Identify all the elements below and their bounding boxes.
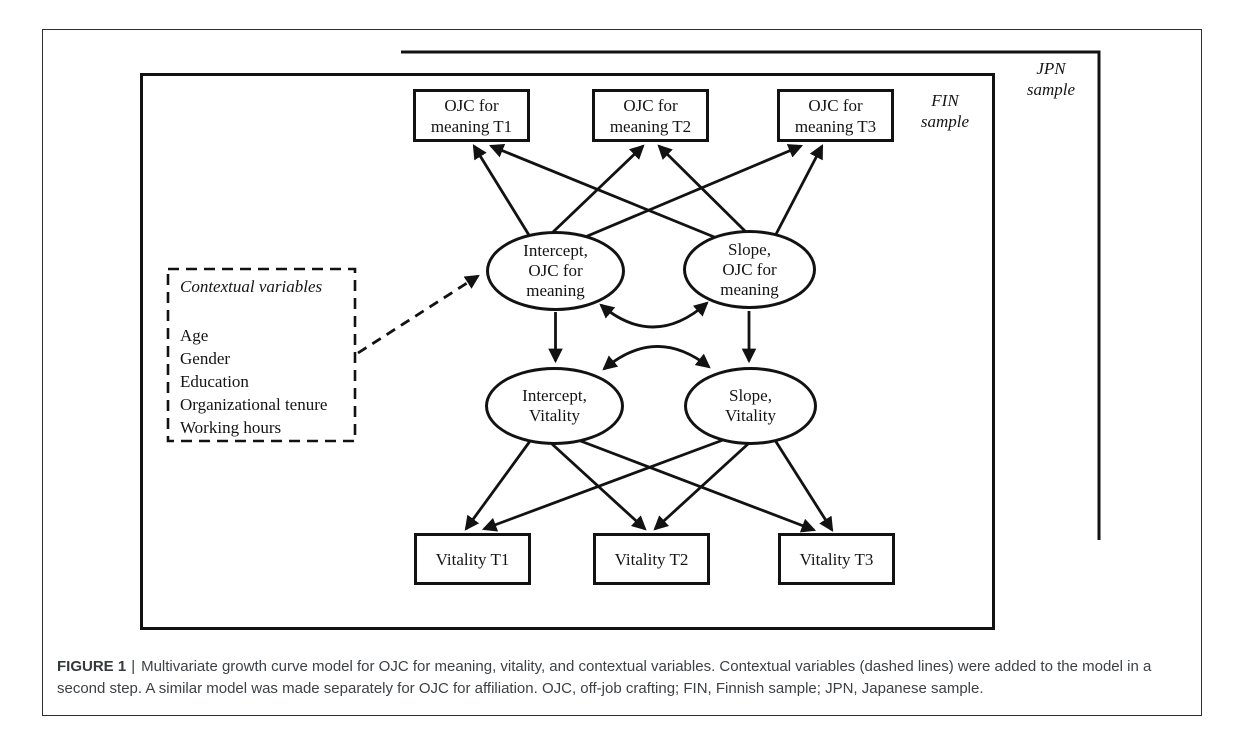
loading-arrow xyxy=(464,436,535,531)
loading-arrow xyxy=(771,144,824,241)
loading-arrow xyxy=(657,144,748,234)
box-vitality-t3: Vitality T3 xyxy=(778,533,895,585)
figure-caption-label: FIGURE 1 xyxy=(57,658,127,675)
contextual-variable-item: Age xyxy=(180,326,209,345)
ellipse-slope-ojc-meaning: Slope, OJC for meaning xyxy=(683,230,816,309)
loading-arrow xyxy=(481,438,724,532)
box-vitality-t2: Vitality T2 xyxy=(593,533,710,585)
vitality-loading-arrows xyxy=(464,436,834,533)
loading-arrow xyxy=(577,438,817,533)
ellipse-intercept-vitality: Intercept, Vitality xyxy=(485,367,624,445)
loading-arrow xyxy=(577,144,804,242)
meaning-latents-covariance-arc xyxy=(599,301,709,329)
contextual-to-intercept-dashed-arrow xyxy=(357,274,480,355)
contextual-variable-item: Education xyxy=(180,372,249,391)
loading-arrow xyxy=(653,442,749,531)
jpn-sample-frame xyxy=(401,50,1101,540)
loading-arrow xyxy=(488,143,725,243)
loading-arrow xyxy=(472,144,534,241)
figure-caption: FIGURE 1|Multivariate growth curve model… xyxy=(57,656,1194,699)
contextual-variables-dashed-box xyxy=(166,267,357,443)
box-vitality-t1: Vitality T1 xyxy=(414,533,531,585)
vitality-latents-covariance-arc xyxy=(602,345,711,371)
box-ojc-meaning-t3: OJC for meaning T3 xyxy=(777,89,894,142)
figure-caption-separator: | xyxy=(131,658,136,675)
figure-caption-text: Multivariate growth curve model for OJC … xyxy=(57,658,1152,697)
contextual-variable-item: Gender xyxy=(180,349,231,368)
ellipse-slope-vitality: Slope, Vitality xyxy=(684,367,817,445)
contextual-variables-title: Contextual variables xyxy=(180,277,323,296)
meaning-loading-arrows xyxy=(472,143,824,243)
contextual-variables-list: Age Gender Education Organizational tenu… xyxy=(180,324,350,439)
fin-sample-frame xyxy=(140,73,995,630)
fin-sample-label: FIN sample xyxy=(920,91,970,131)
box-ojc-meaning-t1: OJC for meaning T1 xyxy=(413,89,530,142)
contextual-variable-item: Organizational tenure xyxy=(180,395,328,414)
loading-arrow xyxy=(771,436,834,532)
contextual-variable-item: Working hours xyxy=(180,418,282,437)
ellipse-intercept-ojc-meaning: Intercept, OJC for meaning xyxy=(486,231,625,311)
box-ojc-meaning-t2: OJC for meaning T2 xyxy=(592,89,709,142)
figure-outer-border xyxy=(42,29,1202,716)
contextual-variables-content: Contextual variables Age Gender Educatio… xyxy=(180,276,350,439)
jpn-sample-label: JPN sample xyxy=(1026,59,1076,99)
